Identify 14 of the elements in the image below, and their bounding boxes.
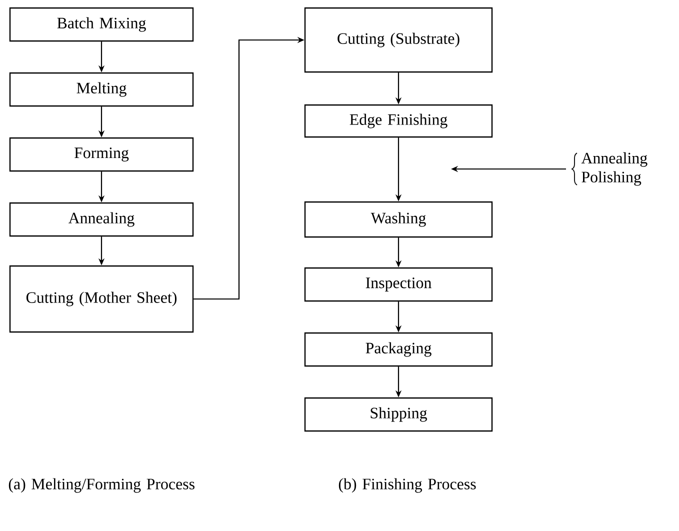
caption: (a) Melting/Forming Process [8, 478, 194, 493]
caption: (b) Finishing Process [338, 478, 476, 493]
process-box: Melting [9, 72, 194, 107]
process-box: Washing [304, 201, 493, 238]
process-box: Cutting (Mother Sheet) [9, 265, 194, 333]
step-list: Annealing Polishing [581, 152, 648, 186]
process-box: Inspection [304, 267, 493, 302]
process-box: Batch Mixing [9, 7, 194, 42]
process-box: Packaging [304, 332, 493, 367]
process-box: Annealing [9, 202, 194, 237]
process-box: Forming [9, 137, 194, 172]
process-box: Shipping [304, 397, 493, 432]
process-box: Edge Finishing [304, 104, 493, 138]
process-box: Cutting (Substrate) [304, 7, 493, 73]
